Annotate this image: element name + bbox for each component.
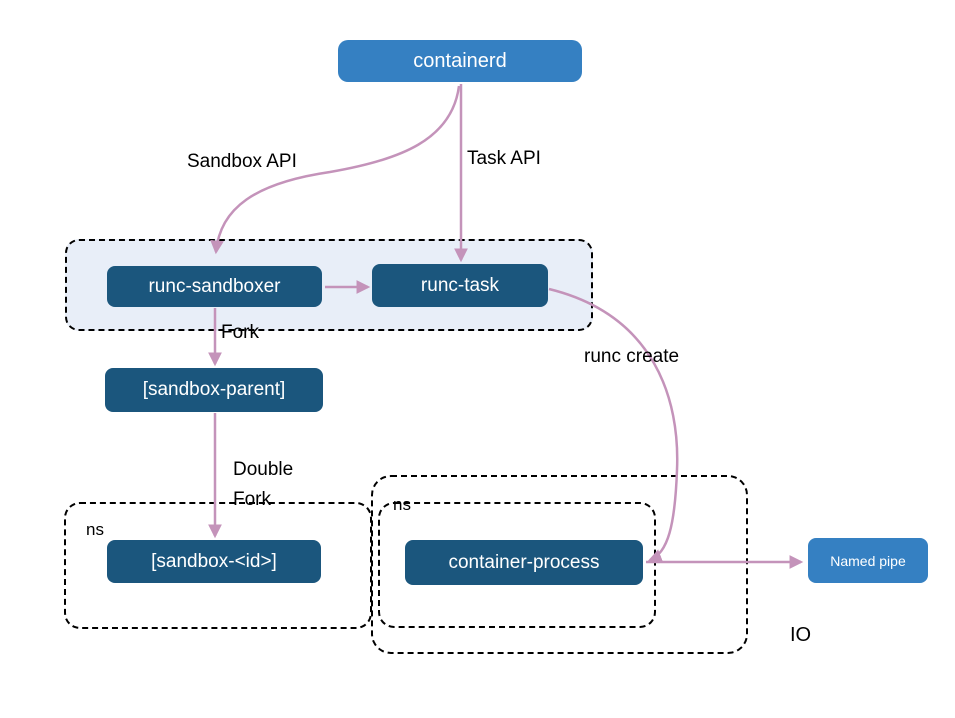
node-runc-task: runc-task [372,264,548,307]
node-containerd: containerd [338,40,582,82]
container-ns-box [378,502,656,628]
node-named-pipe-label: Named pipe [830,552,906,569]
node-container-process: container-process [405,540,643,585]
node-named-pipe: Named pipe [808,538,928,583]
node-sandbox-id-label: [sandbox-<id>] [151,550,277,572]
label-double-fork: Double Fork [233,459,294,510]
label-fork: Fork [221,322,259,343]
label-ns-right: ns [393,495,411,514]
node-sandbox-id: [sandbox-<id>] [107,540,321,583]
node-sandbox-parent: [sandbox-parent] [105,368,323,412]
node-runc-sandboxer-label: runc-sandboxer [148,275,281,297]
node-runc-task-label: runc-task [420,274,500,296]
node-runc-sandboxer: runc-sandboxer [107,266,322,307]
label-io: IO [790,624,812,646]
node-containerd-label: containerd [413,49,507,72]
label-ns-left: ns [86,520,104,539]
node-sandbox-parent-label: [sandbox-parent] [142,379,286,400]
label-task-api: Task API [467,148,541,169]
node-container-process-label: container-process [448,551,600,573]
label-runc-create: runc create [584,346,680,367]
label-sandbox-api: Sandbox API [187,151,297,172]
